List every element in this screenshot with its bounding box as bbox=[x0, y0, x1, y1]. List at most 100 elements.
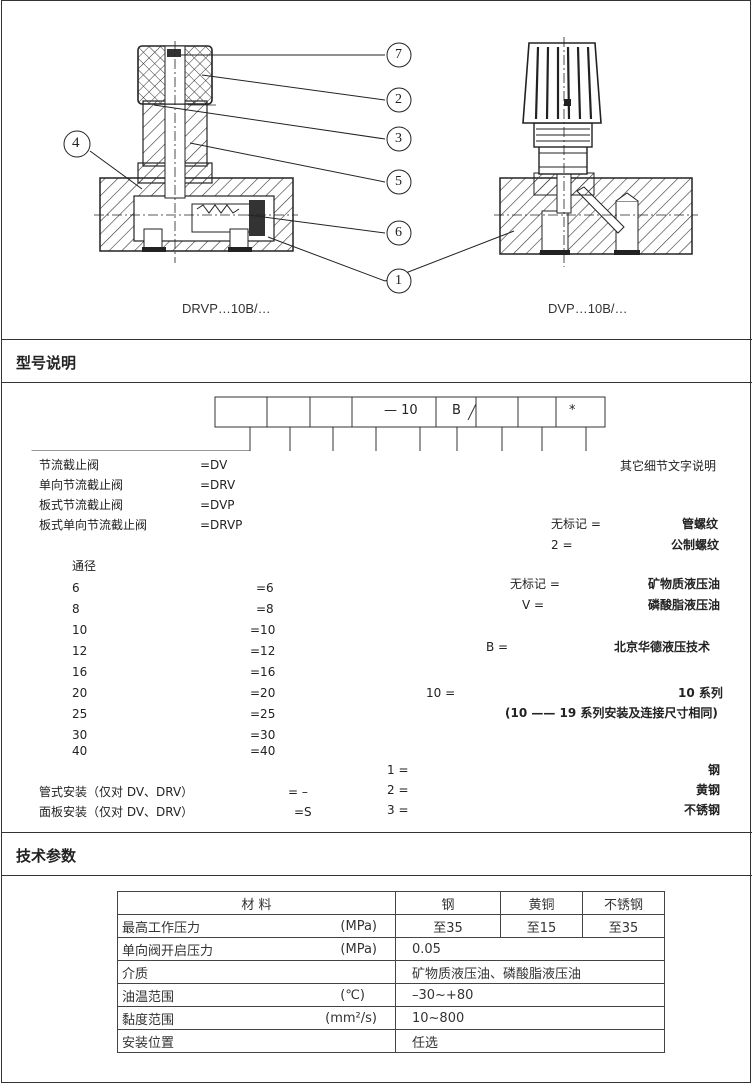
callout-circles bbox=[63, 42, 412, 294]
param-name: 油温范围 bbox=[117, 983, 251, 1007]
callout-6: 6 bbox=[395, 225, 402, 240]
material-key: 3 = bbox=[387, 803, 409, 817]
model-section-title: 型号说明 bbox=[16, 354, 77, 372]
fluid-key: V = bbox=[522, 598, 545, 612]
param-unit: (MPa) bbox=[251, 937, 396, 961]
bore-size: 16 bbox=[72, 665, 88, 679]
fluid-value: 矿物质液压油 bbox=[648, 577, 721, 591]
type-name: 单向节流截止阀 bbox=[39, 478, 124, 492]
header-steel: 钢 bbox=[395, 891, 501, 915]
param-unit bbox=[251, 960, 396, 984]
bore-size: 25 bbox=[72, 707, 88, 721]
material-key: 2 = bbox=[387, 783, 409, 797]
series-note: (10 —— 19 系列安装及连接尺寸相同) bbox=[505, 706, 718, 720]
brand-value: 北京华德液压技术 bbox=[614, 640, 711, 654]
bore-code: =8 bbox=[256, 602, 274, 616]
code-series-segment: — 10 bbox=[384, 403, 418, 418]
bore-code: =6 bbox=[256, 581, 274, 595]
brand-key: B = bbox=[486, 640, 509, 654]
valve-sectional-drawings bbox=[63, 37, 698, 294]
param-name: 介质 bbox=[117, 960, 251, 984]
callout-5: 5 bbox=[395, 174, 402, 189]
bore-size: 10 bbox=[72, 623, 88, 637]
material-value: 黄钢 bbox=[696, 783, 721, 797]
bore-code: =16 bbox=[250, 665, 276, 679]
table-row: 单向阀开启压力 (MPa) 0.05 bbox=[117, 937, 665, 961]
material-key: 1 = bbox=[387, 763, 409, 777]
param-value: 矿物质液压油、磷酸脂液压油 bbox=[395, 960, 665, 984]
param-value: 10~800 bbox=[395, 1006, 665, 1030]
param-unit: (mm²/s) bbox=[251, 1006, 396, 1030]
table-row: 安装位置 任选 bbox=[117, 1029, 665, 1053]
code-brand-segment: B bbox=[452, 403, 461, 418]
fluid-key: 无标记 = bbox=[510, 577, 560, 591]
divider bbox=[2, 382, 752, 383]
table-row: 最高工作压力 (MPa) 至35 至15 至35 bbox=[117, 914, 665, 938]
ordering-code-diagram bbox=[31, 396, 606, 451]
bore-code: =25 bbox=[250, 707, 276, 721]
type-name: 节流截止阀 bbox=[39, 458, 100, 472]
bore-size: 30 bbox=[72, 728, 88, 742]
thread-key: 无标记 = bbox=[551, 517, 601, 531]
bore-size: 6 bbox=[72, 581, 80, 595]
param-value: –30~+80 bbox=[395, 983, 665, 1007]
type-name: 板式单向节流截止阀 bbox=[39, 518, 148, 532]
left-figure-caption: DRVP…10B/… bbox=[182, 301, 271, 316]
bore-code: =10 bbox=[250, 623, 276, 637]
divider bbox=[2, 339, 752, 340]
fluid-value: 磷酸脂液压油 bbox=[648, 598, 721, 612]
param-value: 0.05 bbox=[395, 937, 665, 961]
drvp-valve-drawing bbox=[94, 41, 298, 263]
right-figure-caption: DVP…10B/… bbox=[548, 301, 628, 316]
header-brass: 黄铜 bbox=[500, 891, 583, 915]
series-key: 10 = bbox=[426, 686, 456, 700]
bore-size: 20 bbox=[72, 686, 88, 700]
param-value: 至35 bbox=[395, 914, 501, 938]
type-code: =DVP bbox=[200, 498, 235, 512]
param-unit: (MPa) bbox=[251, 914, 396, 938]
callout-2: 2 bbox=[395, 92, 402, 107]
table-header-row: 材 料 钢 黄铜 不锈钢 bbox=[117, 891, 665, 915]
thread-value: 管螺纹 bbox=[682, 517, 719, 531]
param-value: 至15 bbox=[500, 914, 583, 938]
divider bbox=[2, 875, 752, 876]
bore-code: =40 bbox=[250, 744, 276, 758]
callout-leaders bbox=[89, 54, 515, 282]
bore-size: 12 bbox=[72, 644, 88, 658]
type-code: =DV bbox=[200, 458, 228, 472]
type-code: =DRVP bbox=[200, 518, 243, 532]
type-name: 板式节流截止阀 bbox=[39, 498, 124, 512]
material-value: 钢 bbox=[708, 763, 721, 777]
type-code: =DRV bbox=[200, 478, 236, 492]
divider bbox=[2, 832, 752, 833]
callout-1: 1 bbox=[395, 273, 402, 288]
bore-title: 通径 bbox=[72, 559, 97, 573]
valve-drawings: 7 2 3 5 6 1 4 DRVP…10B/… DVP…10B/… bbox=[2, 1, 752, 339]
param-unit: (℃) bbox=[251, 983, 396, 1007]
other-details-label: 其它细节文字说明 bbox=[620, 459, 717, 473]
callout-7: 7 bbox=[395, 47, 402, 62]
technical-parameters-table: 材 料 钢 黄铜 不锈钢 最高工作压力 (MPa) 至35 至15 至35 单向… bbox=[117, 891, 665, 1053]
param-name: 安装位置 bbox=[117, 1029, 251, 1053]
param-unit bbox=[251, 1029, 396, 1053]
bore-size: 40 bbox=[72, 744, 88, 758]
series-value: 10 系列 bbox=[678, 686, 723, 700]
table-row: 介质 矿物质液压油、磷酸脂液压油 bbox=[117, 960, 665, 984]
dvp-valve-drawing bbox=[494, 37, 698, 267]
code-other-segment: * bbox=[569, 403, 576, 418]
bore-code: =30 bbox=[250, 728, 276, 742]
param-value: 至35 bbox=[582, 914, 665, 938]
header-stainless: 不锈钢 bbox=[582, 891, 665, 915]
param-value: 任选 bbox=[395, 1029, 665, 1053]
param-name: 单向阀开启压力 bbox=[117, 937, 251, 961]
thread-value: 公制螺纹 bbox=[671, 538, 720, 552]
bore-code: =20 bbox=[250, 686, 276, 700]
tech-section-title: 技术参数 bbox=[16, 847, 77, 865]
callout-4: 4 bbox=[72, 135, 80, 151]
bore-code: =12 bbox=[250, 644, 276, 658]
mounting-name: 面板安装（仅对 DV、DRV） bbox=[39, 805, 194, 819]
mounting-name: 管式安装（仅对 DV、DRV） bbox=[39, 785, 194, 799]
header-material: 材 料 bbox=[117, 891, 396, 915]
callout-3: 3 bbox=[395, 131, 402, 146]
